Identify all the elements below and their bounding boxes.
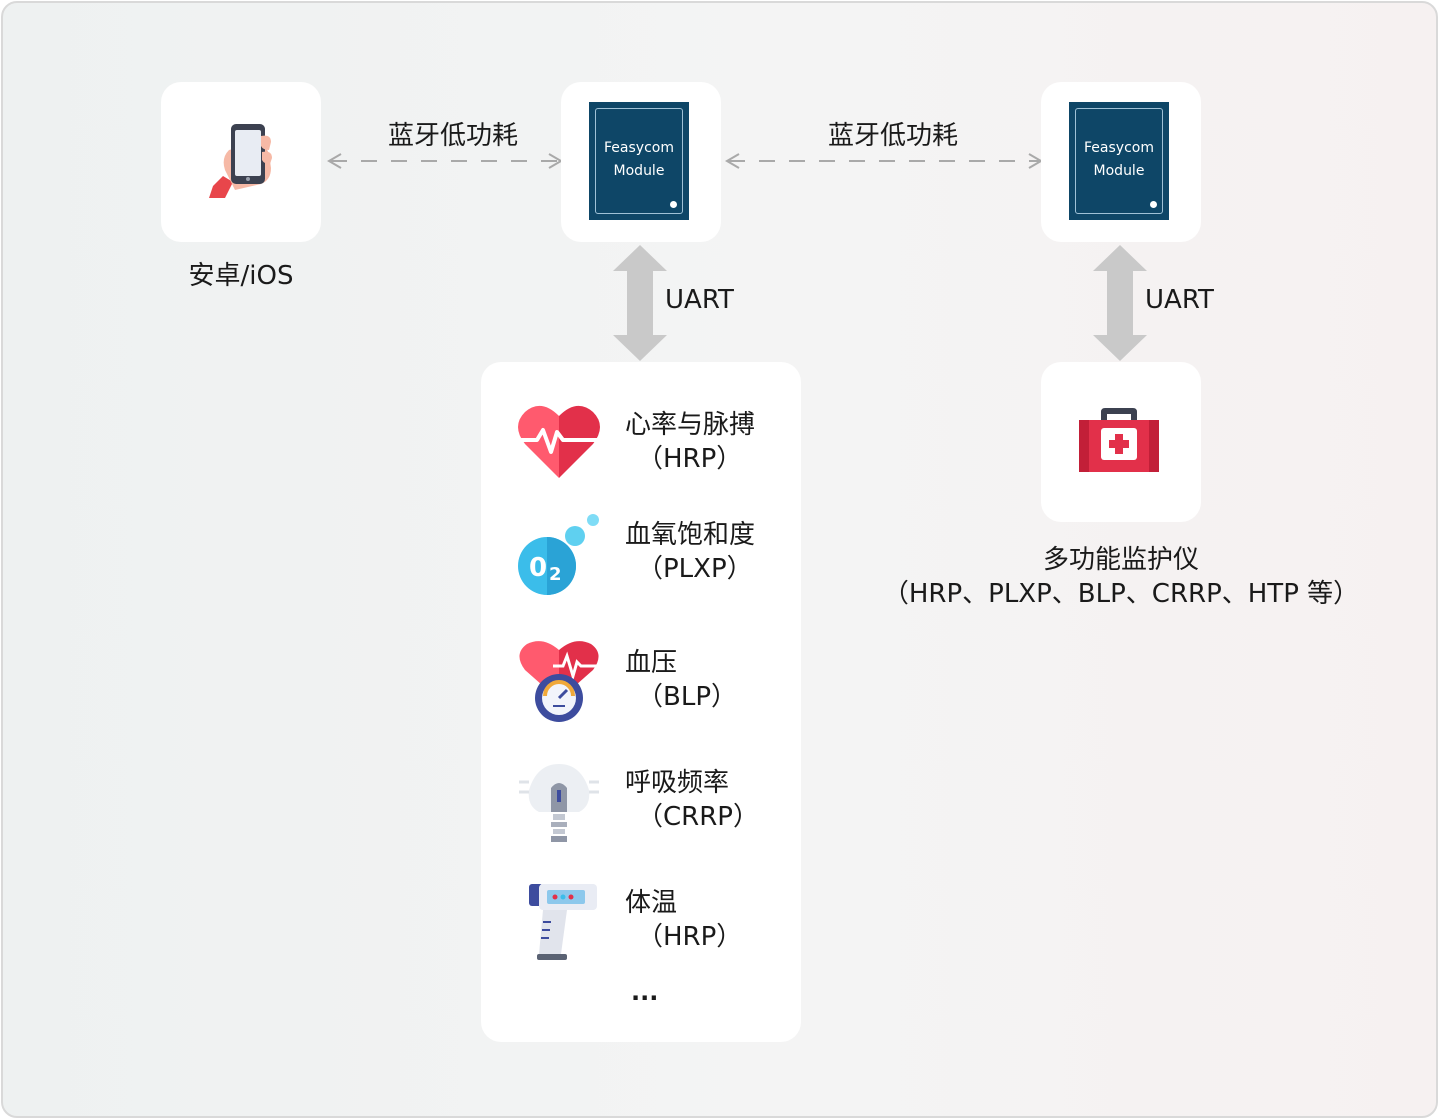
ble-label-left: 蓝牙低功耗 [387, 121, 518, 151]
respiration-mask-icon [519, 764, 599, 842]
list-item: 血压 （BLP） [481, 640, 801, 730]
ble-module-card-left: Feasycom Module [561, 82, 721, 242]
device-name: 血压 [625, 648, 678, 678]
list-item: 心率与脉搏 （HRP） [481, 402, 801, 492]
feasycom-module-chip: Feasycom Module [1069, 102, 1169, 220]
ble-label-right: 蓝牙低功耗 [827, 121, 958, 151]
module-name-line2: Module [613, 163, 665, 179]
uart-arrow-right [1093, 245, 1147, 361]
device-name: 呼吸频率 [625, 768, 730, 798]
phone-card [161, 82, 321, 242]
phone-label: 安卓/iOS [188, 261, 294, 291]
uart-label-right: UART [1145, 285, 1214, 315]
sensor-devices-card: 心率与脉搏 （HRP） 0 2 血氧饱和度 （PLXP） [481, 362, 801, 1042]
feasycom-module-chip: Feasycom Module [589, 102, 689, 220]
device-code: （HRP） [637, 922, 743, 952]
device-code: （BLP） [637, 682, 738, 712]
monitor-card [1041, 362, 1201, 522]
svg-text:2: 2 [549, 564, 562, 585]
more-devices-ellipsis: ... [631, 978, 659, 1006]
device-name: 心率与脉搏 [625, 410, 756, 440]
list-item: 体温 （HRP） [481, 880, 801, 970]
ble-link-arrow-right [725, 153, 1043, 169]
module-indicator-dot [670, 201, 677, 208]
phone-in-hand-icon [209, 124, 272, 198]
module-indicator-dot [1150, 201, 1157, 208]
device-name: 血氧饱和度 [625, 520, 756, 550]
blood-pressure-icon [519, 641, 599, 722]
monitor-code: （HRP、PLXP、BLP、CRRP、HTP 等） [882, 579, 1360, 609]
device-code: （CRRP） [637, 802, 759, 832]
module-name-line1: Feasycom [1084, 140, 1154, 156]
heart-rate-icon [518, 405, 600, 478]
list-item: 呼吸频率 （CRRP） [481, 760, 801, 850]
module-name-line1: Feasycom [604, 140, 674, 156]
svg-text:0: 0 [529, 553, 547, 583]
ble-link-arrow-left [327, 153, 563, 169]
uart-arrow-left [613, 245, 667, 361]
ble-module-card-right: Feasycom Module [1041, 82, 1201, 242]
device-name: 体温 [625, 888, 678, 918]
thermometer-gun-icon [529, 884, 597, 960]
oxygen-icon: 0 2 [518, 514, 599, 595]
module-name-line2: Module [1093, 163, 1145, 179]
first-aid-kit-icon [1079, 408, 1159, 472]
device-code: （HRP） [637, 444, 743, 474]
list-item: 0 2 血氧饱和度 （PLXP） [481, 512, 801, 602]
monitor-name: 多功能监护仪 [1042, 545, 1199, 575]
uart-label-left: UART [665, 285, 734, 315]
device-code: （PLXP） [637, 554, 753, 584]
